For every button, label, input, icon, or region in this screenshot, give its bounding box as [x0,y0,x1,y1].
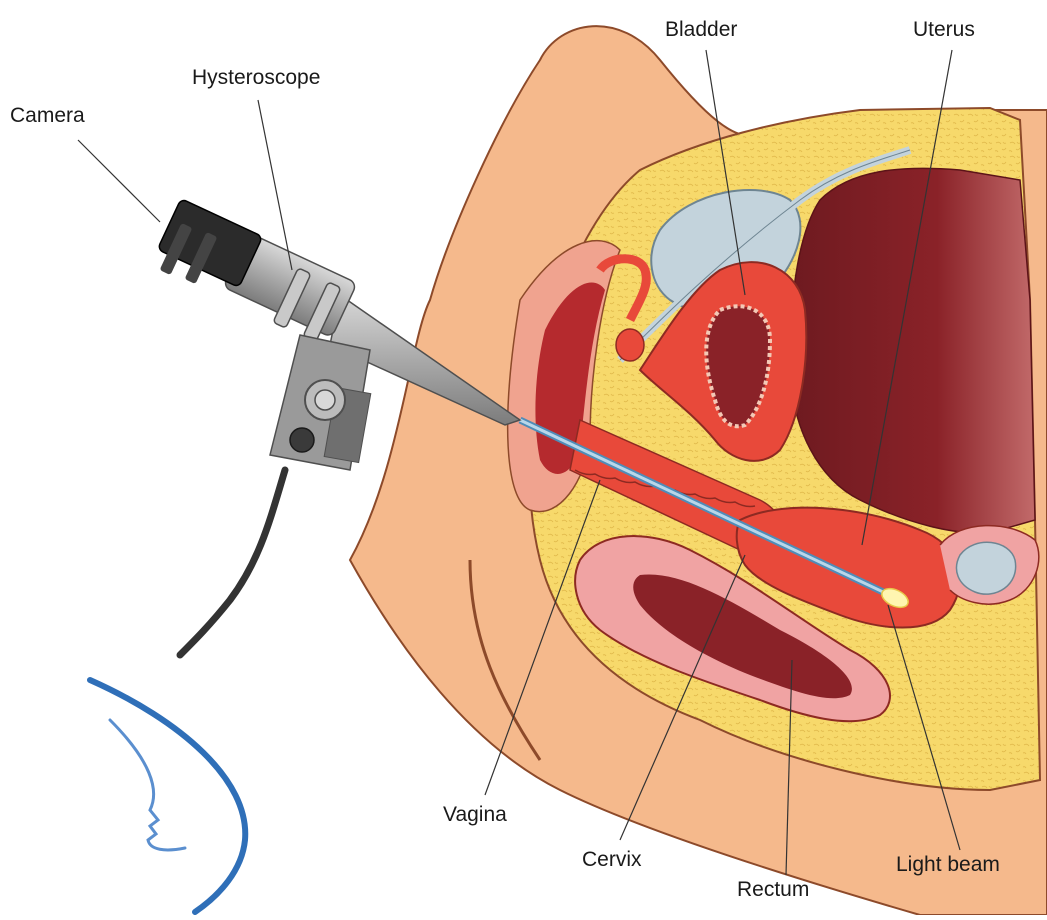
woman-profile-logo-icon [90,680,245,912]
label-hysteroscope: Hysteroscope [192,66,320,90]
label-camera: Camera [10,104,85,128]
label-vagina: Vagina [443,803,507,827]
label-uterus: Uterus [913,18,975,42]
label-light-beam: Light beam [896,853,1000,877]
ovary [956,542,1015,594]
label-bladder: Bladder [665,18,737,42]
handle-button [290,428,314,452]
label-rectum: Rectum [737,878,809,902]
leader-camera [78,140,160,222]
label-cervix: Cervix [582,848,642,872]
scope-cable [180,470,285,655]
